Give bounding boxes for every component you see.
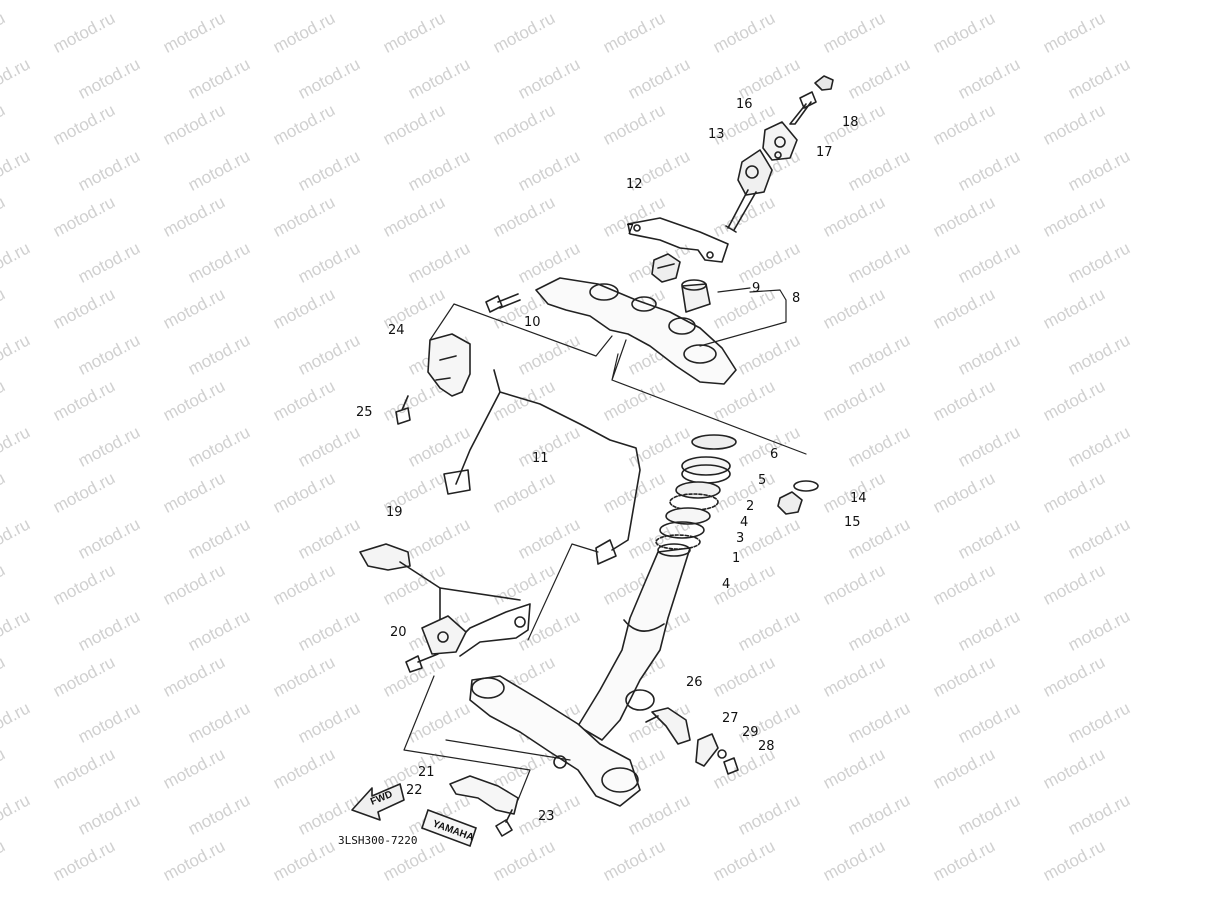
callout-28: 28 bbox=[758, 739, 775, 754]
callout-13: 13 bbox=[708, 127, 725, 142]
bolt-20 bbox=[405, 653, 439, 673]
callout-2: 2 bbox=[746, 499, 755, 514]
steering-stem bbox=[577, 547, 691, 741]
callout-3: 3 bbox=[736, 531, 745, 546]
callout-8: 8 bbox=[792, 291, 801, 306]
clamp-16 bbox=[762, 121, 798, 161]
race-1 bbox=[659, 521, 705, 539]
bolt-23 bbox=[495, 809, 513, 837]
bolt-17 bbox=[789, 91, 817, 125]
race-5 bbox=[681, 456, 731, 476]
nut-18 bbox=[814, 75, 834, 91]
washer-6 bbox=[691, 434, 737, 450]
bushing-9 bbox=[681, 283, 711, 313]
callout-17: 17 bbox=[816, 145, 833, 160]
bracket-26 bbox=[651, 707, 691, 745]
callout-18: 18 bbox=[842, 115, 859, 130]
nut-7 bbox=[651, 253, 681, 283]
washer-14 bbox=[793, 480, 819, 492]
holder-13 bbox=[737, 149, 773, 196]
callout-11: 11 bbox=[532, 451, 549, 466]
callout-1: 1 bbox=[732, 551, 741, 566]
callout-19: 19 bbox=[386, 505, 403, 520]
callout-29: 29 bbox=[742, 725, 759, 740]
callout-12: 12 bbox=[626, 177, 643, 192]
callout-22: 22 bbox=[406, 783, 423, 798]
callout-10: 10 bbox=[524, 315, 541, 330]
nut-15 bbox=[777, 491, 803, 515]
brake-hose-11 bbox=[455, 369, 641, 551]
callout-6: 6 bbox=[770, 447, 779, 462]
callout-25: 25 bbox=[356, 405, 373, 420]
callout-5: 5 bbox=[758, 473, 767, 488]
screw-28 bbox=[723, 757, 739, 775]
callout-4b: 4 bbox=[722, 577, 731, 592]
callout-15: 15 bbox=[844, 515, 861, 530]
callout-7: 7 bbox=[626, 223, 635, 238]
bracket-24 bbox=[427, 333, 471, 397]
callout-27: 27 bbox=[722, 711, 739, 726]
callout-24: 24 bbox=[388, 323, 405, 338]
callout-14: 14 bbox=[850, 491, 867, 506]
fwd-arrow: FWD bbox=[351, 783, 405, 821]
washer-29 bbox=[717, 749, 727, 759]
callout-21: 21 bbox=[418, 765, 435, 780]
bolt-10 bbox=[485, 293, 521, 313]
callout-20: 20 bbox=[390, 625, 407, 640]
lower-bracket bbox=[469, 675, 641, 807]
part-code: 3LSH300-7220 bbox=[338, 834, 418, 847]
bracket-19 bbox=[359, 543, 411, 571]
plate-27 bbox=[695, 733, 719, 767]
screw-25 bbox=[395, 395, 411, 425]
race-3 bbox=[665, 507, 711, 525]
callout-4: 4 bbox=[740, 515, 749, 530]
clip-21 bbox=[449, 775, 519, 815]
callout-9: 9 bbox=[752, 281, 761, 296]
callout-23: 23 bbox=[538, 809, 555, 824]
plate-12 bbox=[627, 217, 729, 263]
callout-26: 26 bbox=[686, 675, 703, 690]
callout-16: 16 bbox=[736, 97, 753, 112]
